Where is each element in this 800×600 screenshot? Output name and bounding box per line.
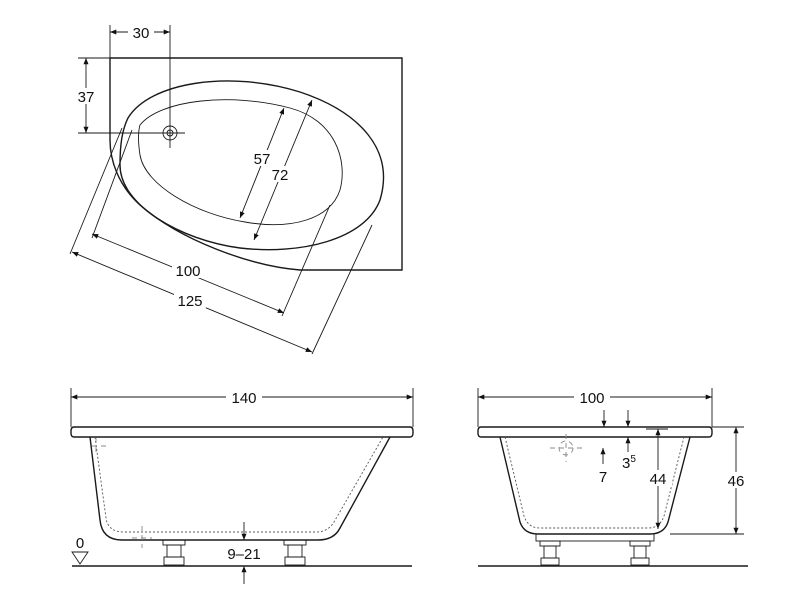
- end-view-foot-left: [539, 540, 561, 566]
- side-view-body: [89, 436, 391, 541]
- dim-label-140: 140: [231, 390, 256, 407]
- waste-outlet-icon: [155, 118, 185, 148]
- dim-total-height: 46: [670, 426, 750, 535]
- dim-label-rim-base: 3: [622, 455, 630, 472]
- side-view-inner-wall: [94, 436, 384, 533]
- dim-label-125: 125: [177, 293, 202, 310]
- dim-waste-offset-y: 37: [72, 57, 155, 134]
- dim-label-72: 72: [272, 167, 289, 184]
- dim-inner-depth: 44: [644, 428, 672, 529]
- top-view: 30 37 57 72 100: [69, 24, 403, 355]
- dim-basin-length-outer: 125: [69, 127, 373, 355]
- floor-level-label: 0: [76, 535, 84, 552]
- floor-level-icon: 0: [71, 535, 89, 565]
- dim-label-rim-sup: 5: [630, 454, 636, 465]
- dim-label-7: 7: [599, 469, 607, 486]
- dim-basin-width: 57 72: [239, 99, 313, 241]
- side-view-foot-right: [283, 539, 307, 566]
- end-view: 100 35 7 44 46: [477, 388, 750, 567]
- end-view-foot-right: [629, 540, 651, 566]
- side-view-foot-left: [162, 539, 186, 566]
- top-view-basin-floor: [138, 99, 343, 226]
- dim-overall-length: 140: [70, 388, 414, 427]
- dim-waste-offset-x: 30: [109, 24, 171, 118]
- top-view-basin-rim: [119, 80, 385, 251]
- end-view-waste-icon: [550, 434, 582, 462]
- dim-label-100-top: 100: [175, 263, 200, 280]
- dim-label-30: 30: [133, 25, 150, 42]
- end-view-rim: [477, 426, 713, 438]
- dim-label-100-end: 100: [579, 390, 604, 407]
- dim-label-44: 44: [650, 471, 667, 488]
- dim-label-57: 57: [254, 151, 271, 168]
- dim-label-rim: 35: [622, 454, 636, 472]
- dim-feet-adjust: 9–21: [227, 522, 261, 584]
- dim-label-9-21: 9–21: [227, 546, 260, 563]
- end-view-inner-wall: [504, 436, 685, 529]
- side-view-rim: [70, 426, 414, 438]
- dim-waste-depth: 7: [599, 448, 607, 486]
- dim-rim-thickness: 35: [601, 410, 636, 472]
- dim-label-46: 46: [728, 473, 745, 490]
- dim-overall-width: 100: [477, 388, 713, 427]
- side-view: 0 140 9–21: [70, 388, 414, 584]
- dim-label-37: 37: [78, 89, 95, 106]
